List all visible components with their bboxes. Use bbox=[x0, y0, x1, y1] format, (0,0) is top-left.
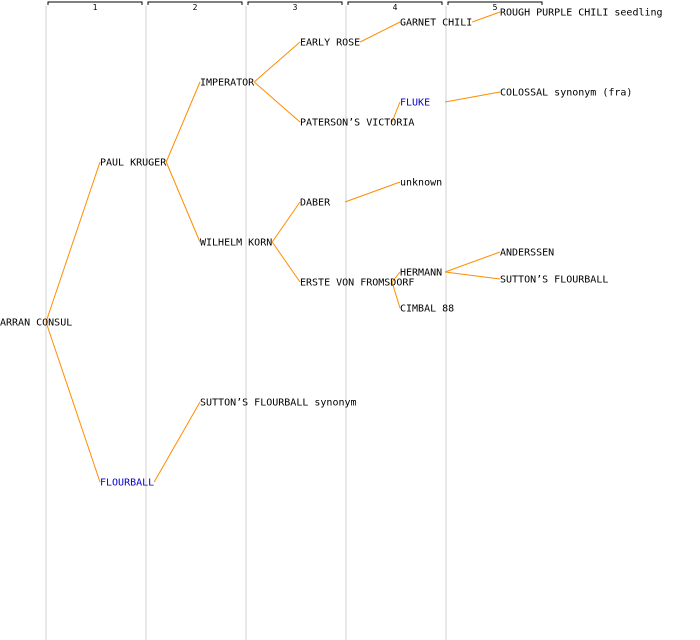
generation-number-3: 3 bbox=[293, 3, 298, 12]
generation-header: 1 2 3 4 5 bbox=[47, 1, 543, 12]
edge-paul-kruger-to-imperator bbox=[165, 81, 201, 163]
edge-arran-consul-to-paul-kruger bbox=[45, 161, 101, 323]
generation-number-2: 2 bbox=[193, 3, 198, 12]
node-imperator: IMPERATOR bbox=[200, 78, 255, 89]
edge-erste-von-fromsdorf-to-hermann bbox=[391, 271, 401, 283]
node-erste-von-fromsdorf: ERSTE VON FROMSDORF bbox=[300, 278, 414, 289]
node-wilhelm-korn: WILHELM KORN bbox=[200, 238, 272, 249]
edge-paul-kruger-to-wilhelm-korn bbox=[165, 161, 201, 243]
node-anderssen: ANDERSSEN bbox=[500, 248, 554, 259]
edge-early-rose-to-garnet-chili bbox=[359, 21, 401, 43]
edge-garnet-chili-to-rough-purple-chili-seedling bbox=[472, 11, 501, 23]
node-fluke[interactable]: FLUKE bbox=[400, 98, 430, 109]
edge-flourball-to-suttons-flourball-synonym bbox=[153, 401, 201, 483]
node-flourball[interactable]: FLOURBALL bbox=[100, 478, 154, 489]
edge-wilhelm-korn-to-daber bbox=[271, 201, 301, 243]
node-garnet-chili: GARNET CHILI bbox=[400, 18, 472, 29]
pedigree-nodes: ARRAN CONSUL PAUL KRUGER FLOURBALL IMPERATO… bbox=[0, 8, 663, 489]
node-hermann: HERMANN bbox=[400, 268, 442, 279]
generation-columns bbox=[45, 6, 447, 640]
edge-arran-consul-to-flourball bbox=[45, 321, 101, 483]
node-rough-purple-chili-seedling: ROUGH PURPLE CHILI seedling bbox=[500, 8, 663, 19]
generation-bracket-5 bbox=[447, 1, 543, 5]
generation-number-4: 4 bbox=[393, 3, 398, 12]
node-early-rose: EARLY ROSE bbox=[300, 38, 360, 49]
node-patersons-victoria: PATERSON’S VICTORIA bbox=[300, 118, 414, 129]
generation-bracket-1 bbox=[47, 1, 143, 5]
node-colossal-synonym-fra: COLOSSAL synonym (fra) bbox=[500, 88, 632, 99]
node-cimbal-88: CIMBAL 88 bbox=[400, 304, 454, 315]
node-daber: DABER bbox=[300, 198, 331, 209]
generation-number-5: 5 bbox=[493, 3, 498, 12]
node-suttons-flourball: SUTTON’S FLOURBALL bbox=[500, 275, 608, 286]
edge-hermann-to-suttons-flourball bbox=[444, 271, 501, 280]
generation-bracket-3 bbox=[247, 1, 343, 5]
edge-fluke-to-colossal-synonym-fra bbox=[444, 91, 501, 103]
generation-bracket-2 bbox=[147, 1, 243, 5]
edge-imperator-to-early-rose bbox=[253, 41, 301, 83]
node-unknown: unknown bbox=[400, 178, 442, 189]
edge-wilhelm-korn-to-erste-von-fromsdorf bbox=[271, 241, 301, 283]
node-arran-consul: ARRAN CONSUL bbox=[0, 318, 72, 329]
node-paul-kruger: PAUL KRUGER bbox=[100, 158, 167, 169]
pedigree-edges bbox=[45, 11, 501, 483]
edge-patersons-victoria-to-fluke bbox=[391, 101, 401, 123]
edge-erste-von-fromsdorf-to-cimbal-88 bbox=[391, 281, 401, 309]
generation-number-1: 1 bbox=[93, 3, 98, 12]
generation-bracket-4 bbox=[347, 1, 443, 5]
node-suttons-flourball-synonym: SUTTON’S FLOURBALL synonym bbox=[200, 398, 357, 409]
edge-daber-to-unknown bbox=[344, 181, 401, 203]
edge-imperator-to-patersons-victoria bbox=[253, 81, 301, 123]
edge-hermann-to-anderssen bbox=[444, 251, 501, 273]
